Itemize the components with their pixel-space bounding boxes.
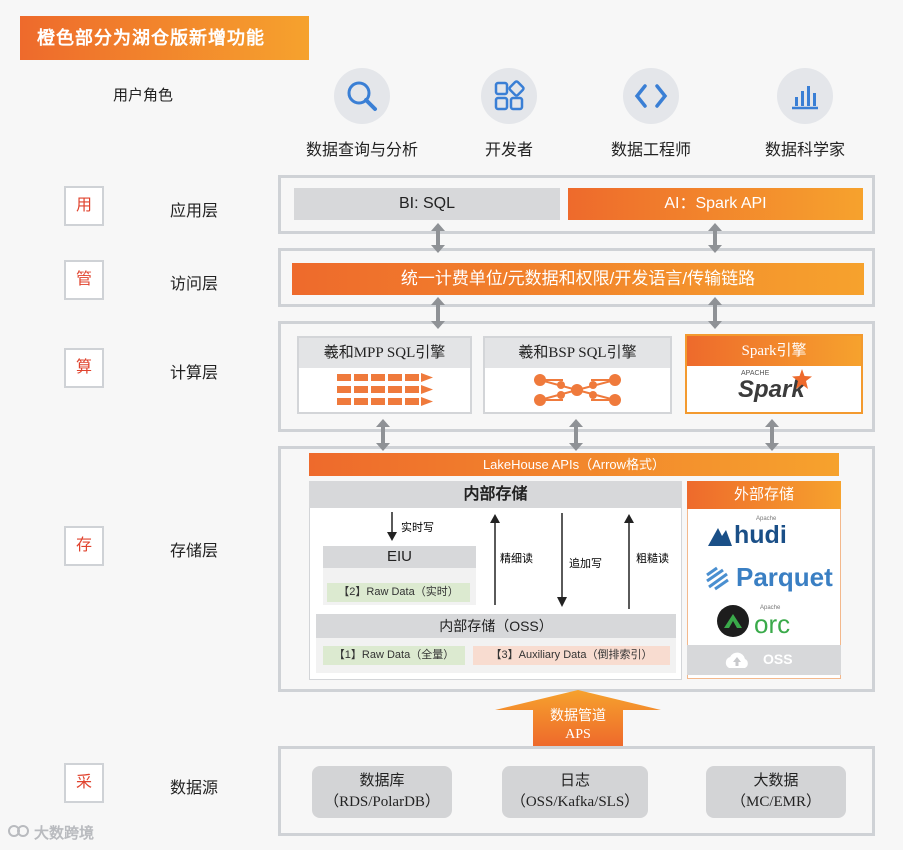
source-logs: 日志 （OSS/Kafka/SLS） bbox=[502, 766, 648, 818]
layer-name-access: 访问层 bbox=[170, 276, 219, 293]
role-name: 数据工程师 bbox=[610, 142, 691, 159]
mpp-engine-title: 羲和MPP SQL引擎 bbox=[299, 338, 470, 368]
bsp-graph-icon bbox=[534, 374, 621, 406]
source-database-detail: （RDS/PolarDB） bbox=[324, 794, 440, 810]
bi-sql-bar: BI: SQL bbox=[294, 188, 560, 220]
spark-star-icon bbox=[792, 369, 812, 389]
layer-name-source: 数据源 bbox=[170, 780, 219, 797]
layer-tag-access: 管 bbox=[64, 260, 104, 300]
orc-logo-icon bbox=[717, 605, 749, 637]
external-storage-title: 外部存储 bbox=[687, 481, 841, 509]
realtime-write-arrow bbox=[387, 512, 397, 541]
role-name: 开发者 bbox=[484, 142, 533, 159]
unified-access-bar: 统一计费单位/元数据和权限/开发语言/传输链路 bbox=[292, 263, 864, 295]
spark-logo-apache: APACHE bbox=[741, 370, 770, 377]
legend-banner: 橙色部分为湖仓版新增功能 bbox=[20, 16, 309, 60]
realtime-write-label: 实时写 bbox=[401, 522, 434, 534]
role-data-engineer: 数据工程师 bbox=[576, 68, 726, 160]
oss-bar: OSS bbox=[687, 645, 841, 675]
bsp-storage-arrow bbox=[569, 419, 583, 451]
role-data-analysis: 数据查询与分析 bbox=[287, 68, 437, 160]
spark-storage-arrow bbox=[765, 419, 779, 451]
mpp-storage-arrow bbox=[376, 419, 390, 451]
orc-logo-text: orc bbox=[754, 609, 791, 639]
append-write-label: 追加写 bbox=[569, 558, 602, 570]
spark-logo: APACHE Spark bbox=[687, 366, 861, 412]
layer-name-storage: 存储层 bbox=[170, 543, 219, 560]
raw-data-realtime: 【2】Raw Data（实时） bbox=[327, 583, 470, 602]
cloud-upload-icon bbox=[725, 652, 748, 668]
ai-access-arrow bbox=[708, 223, 722, 253]
source-database: 数据库 （RDS/PolarDB） bbox=[312, 766, 452, 818]
hudi-apache-label: Apache bbox=[756, 516, 777, 522]
source-bigdata-detail: （MC/EMR） bbox=[730, 794, 821, 810]
role-developer: 开发者 bbox=[434, 68, 584, 160]
source-bigdata-name: 大数据 bbox=[753, 773, 799, 789]
role-name: 数据科学家 bbox=[764, 142, 845, 159]
layer-tag-source: 采 bbox=[64, 763, 104, 803]
coarse-read-arrow bbox=[624, 514, 634, 609]
spark-engine-title: Spark引擎 bbox=[687, 336, 861, 366]
auxiliary-data: 【3】Auxiliary Data（倒排索引） bbox=[473, 646, 670, 665]
hudi-logo-icon bbox=[708, 528, 732, 546]
lakehouse-apis-bar: LakeHouse APIs（Arrow格式） bbox=[309, 453, 839, 476]
internal-storage-title: 内部存储 bbox=[309, 481, 682, 508]
fine-read-label: 精细读 bbox=[500, 553, 533, 565]
pipeline-line1: 数据管道 bbox=[550, 709, 606, 724]
source-logs-name: 日志 bbox=[559, 773, 590, 789]
mpp-pipeline-icon bbox=[337, 373, 433, 406]
user-roles-label: 用户角色 bbox=[113, 88, 174, 104]
append-write-arrow bbox=[557, 513, 567, 607]
role-data-scientist: 数据科学家 bbox=[730, 68, 880, 160]
role-name: 数据查询与分析 bbox=[305, 142, 418, 159]
spark-logo-text: Spark bbox=[738, 376, 805, 403]
layer-tag-storage: 存 bbox=[64, 526, 104, 566]
fine-read-arrow bbox=[490, 514, 500, 605]
parquet-logo-text: Parquet bbox=[736, 562, 833, 592]
bar-chart-icon bbox=[777, 68, 833, 124]
raw-data-full: 【1】Raw Data（全量） bbox=[323, 646, 465, 665]
layer-name-app: 应用层 bbox=[170, 203, 219, 220]
source-logs-detail: （OSS/Kafka/SLS） bbox=[510, 794, 640, 810]
layer-name-compute: 计算层 bbox=[170, 365, 219, 382]
pipeline-label: 数据管道 APS bbox=[533, 708, 623, 744]
source-bigdata: 大数据 （MC/EMR） bbox=[706, 766, 846, 818]
watermark-text: 大数跨境 bbox=[34, 825, 95, 842]
bsp-engine: 羲和BSP SQL引擎 bbox=[483, 336, 672, 414]
app-blocks-icon bbox=[481, 68, 537, 124]
pipeline-line2: APS bbox=[565, 727, 591, 742]
access-mpp-arrow bbox=[431, 297, 445, 329]
source-database-name: 数据库 bbox=[359, 773, 405, 789]
watermark-logo-icon bbox=[8, 825, 29, 837]
parquet-logo-icon bbox=[706, 566, 729, 591]
oss-label: OSS bbox=[763, 651, 793, 667]
layer-tag-compute: 算 bbox=[64, 348, 104, 388]
search-icon bbox=[334, 68, 390, 124]
access-spark-arrow bbox=[708, 297, 722, 329]
external-logos: Apache hudi Parquet Apache orc bbox=[692, 513, 836, 643]
orc-apache-label: Apache bbox=[760, 605, 781, 611]
code-brackets-icon bbox=[623, 68, 679, 124]
data-pipeline-arrow bbox=[495, 690, 661, 746]
layer-tag-app: 用 bbox=[64, 186, 104, 226]
bi-access-arrow bbox=[431, 223, 445, 253]
mpp-engine: 羲和MPP SQL引擎 bbox=[297, 336, 472, 414]
bsp-engine-title: 羲和BSP SQL引擎 bbox=[485, 338, 670, 368]
spark-engine: Spark引擎 APACHE Spark bbox=[685, 334, 863, 414]
hudi-logo-text: hudi bbox=[734, 521, 787, 549]
coarse-read-label: 粗糙读 bbox=[636, 553, 669, 565]
eiu-box: EIU bbox=[323, 546, 476, 568]
internal-oss-title: 内部存储（OSS） bbox=[316, 614, 676, 638]
ai-spark-bar: AI：Spark API bbox=[568, 188, 863, 220]
